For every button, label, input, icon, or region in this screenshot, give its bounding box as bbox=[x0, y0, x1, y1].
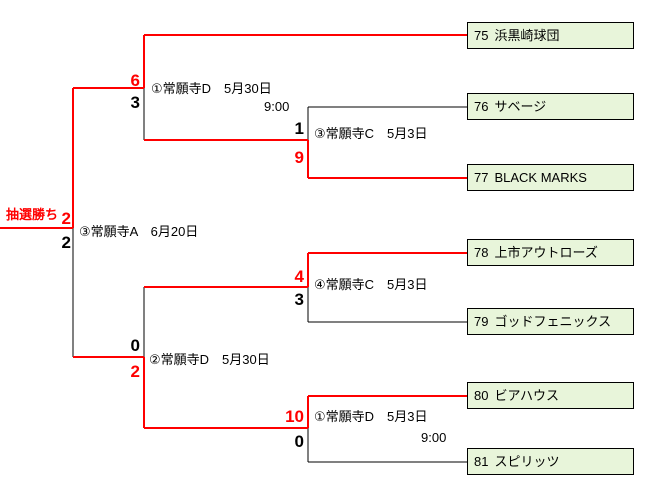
team-name: スピリッツ bbox=[494, 454, 560, 469]
score-round1-c-bottom: 0 bbox=[294, 432, 304, 451]
team-box-77: 77 BLACK MARKS bbox=[467, 164, 634, 191]
team-box-78: 78 上市アウトローズ bbox=[467, 239, 634, 266]
match-label-semifinal-bottom: ②常願寺D 5月30日 bbox=[149, 352, 270, 367]
match-time-round1-c: 9:00 bbox=[421, 430, 447, 445]
team-box-80: 80 ビアハウス bbox=[467, 382, 634, 409]
match-label-final: ③常願寺A 6月20日 bbox=[79, 224, 199, 239]
team-name: 浜黒崎球団 bbox=[494, 28, 560, 43]
bracket-lines-black bbox=[72, 88, 467, 463]
team-box-76: 76 サベージ bbox=[467, 93, 634, 120]
score-round1-a-bottom: 9 bbox=[294, 148, 304, 167]
score-semifinal-bottom-bottom: 2 bbox=[130, 362, 140, 381]
score-semifinal-bottom-top: 0 bbox=[130, 336, 140, 355]
team-number: 78 bbox=[474, 245, 489, 260]
team-box-79: 79 ゴッドフェニックス bbox=[467, 308, 634, 335]
score-round1-b-bottom: 3 bbox=[294, 290, 304, 309]
winner-path-lines-red bbox=[0, 34, 467, 429]
team-name: BLACK MARKS bbox=[494, 170, 587, 185]
score-round1-c-top: 10 bbox=[285, 407, 304, 426]
match-label-semifinal-top: ①常願寺D 5月30日 bbox=[151, 81, 272, 96]
team-number: 79 bbox=[474, 314, 489, 329]
team-name: ゴッドフェニックス bbox=[494, 314, 612, 329]
score-round1-b-top: 4 bbox=[294, 267, 304, 286]
score-final-top: 2 bbox=[61, 209, 71, 228]
match-label-round1-a: ③常願寺C 5月3日 bbox=[314, 126, 428, 141]
team-number: 80 bbox=[474, 388, 489, 403]
team-number: 77 bbox=[474, 170, 489, 185]
team-name: 上市アウトローズ bbox=[494, 245, 598, 260]
match-label-round1-b: ④常願寺C 5月3日 bbox=[314, 277, 428, 292]
score-final-bottom: 2 bbox=[61, 233, 71, 252]
team-box-75: 75 浜黒崎球団 bbox=[467, 22, 634, 49]
team-number: 75 bbox=[474, 28, 489, 43]
score-semifinal-top-loser: 3 bbox=[130, 93, 140, 112]
lottery-win-label: 抽選勝ち bbox=[6, 207, 59, 222]
score-semifinal-top-winner: 6 bbox=[130, 71, 140, 90]
match-label-round1-c: ①常願寺D 5月3日 bbox=[314, 409, 428, 424]
score-round1-a-top: 1 bbox=[294, 119, 304, 138]
team-box-81: 81 スピリッツ bbox=[467, 448, 634, 475]
team-name: サベージ bbox=[494, 99, 547, 114]
team-name: ビアハウス bbox=[494, 388, 559, 403]
team-number: 76 bbox=[474, 99, 489, 114]
match-time-semifinal-top: 9:00 bbox=[264, 99, 290, 114]
team-number: 81 bbox=[474, 454, 489, 469]
